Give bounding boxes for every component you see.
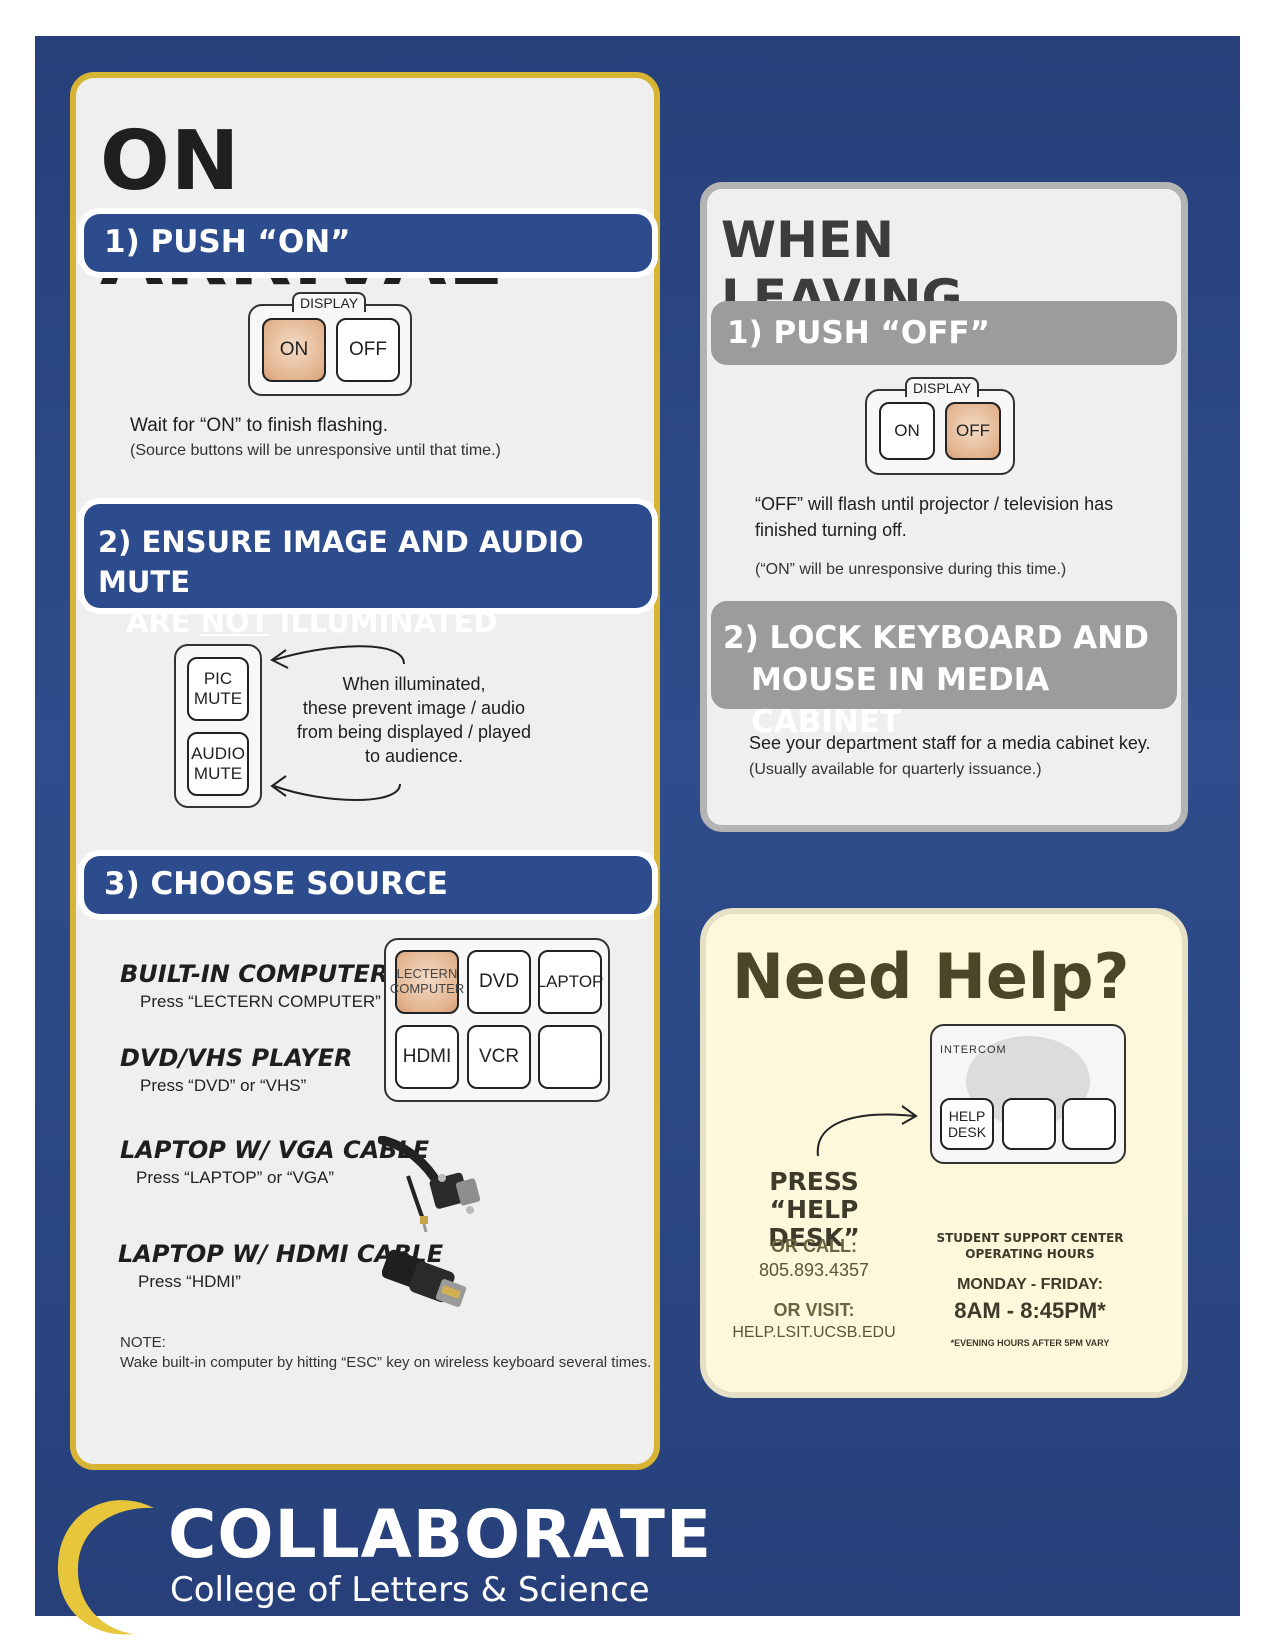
step2-title-line2: ARE NOT ILLUMINATED <box>126 605 498 639</box>
leave-step2-note: (Usually available for quarterly issuanc… <box>749 761 1042 778</box>
blank-source-button[interactable] <box>538 1025 602 1089</box>
source-builtin-instruction: Press “LECTERN COMPUTER” <box>140 992 381 1011</box>
dvd-button[interactable]: DVD <box>467 950 531 1014</box>
hdmi-cable-image <box>382 1249 467 1307</box>
leave-step1-title: 1) PUSH “OFF” <box>727 315 990 351</box>
note-label: NOTE: <box>120 1334 166 1351</box>
laptop-button[interactable]: LAPTOP <box>537 950 603 1014</box>
source-builtin-title: BUILT-IN COMPUTER <box>120 960 389 988</box>
need-help-title: Need Help? <box>732 940 1130 1013</box>
need-help-panel: Need Help? INTERCOM HELP DESK PRESS “HEL… <box>700 908 1188 1398</box>
help-desk-arrow <box>816 1105 918 1157</box>
audio-mute-button[interactable]: AUDIO MUTE <box>187 732 249 796</box>
note-text: Wake built-in computer by hitting “ESC” … <box>120 1354 652 1371</box>
help-phone[interactable]: 805.893.4357 <box>758 1260 870 1280</box>
footer-brand: COLLABORATE <box>168 1496 713 1573</box>
footer-subtitle: College of Letters & Science <box>170 1570 650 1610</box>
display-control-plate: DISPLAY ON OFF <box>248 292 412 396</box>
step1-text: Wait for “ON” to finish flashing. <box>130 415 388 436</box>
intercom-label: INTERCOM <box>940 1044 1007 1056</box>
hdmi-button[interactable]: HDMI <box>395 1025 459 1089</box>
mute-control-plate: PIC MUTE AUDIO MUTE <box>174 644 262 808</box>
pic-mute-button[interactable]: PIC MUTE <box>187 657 249 721</box>
intercom-blank-button-1[interactable] <box>1002 1098 1056 1150</box>
intercom-plate: INTERCOM HELP DESK <box>930 1024 1126 1164</box>
press-help-desk-text: PRESS “HELP DESK” <box>768 1167 860 1252</box>
or-visit-label: OR VISIT: <box>773 1300 855 1320</box>
source-dvd-instruction: Press “DVD” or “VHS” <box>140 1076 307 1095</box>
leave-step1-header: 1) PUSH “OFF” <box>711 301 1177 365</box>
leave-display-plate: DISPLAY ON OFF <box>865 377 1015 475</box>
source-control-plate: LECTERN COMPUTER DVD LAPTOP HDMI VCR <box>384 938 610 1102</box>
leave-display-label: DISPLAY <box>905 377 980 397</box>
display-on-button[interactable]: ON <box>262 318 326 382</box>
leave-step1-text: “OFF” will flash until projector / telev… <box>755 494 1114 540</box>
step2-header: 2) ENSURE IMAGE AND AUDIO MUTE ARE NOT I… <box>84 504 652 639</box>
or-call-label: OR CALL: <box>771 1236 857 1256</box>
leave-step1-note: (“ON” will be unresponsive during this t… <box>755 561 1067 578</box>
mute-arrows <box>270 645 405 801</box>
help-website[interactable]: HELP.LSIT.UCSB.EDU <box>732 1324 896 1341</box>
collaborate-logo-icon <box>57 1500 154 1635</box>
display-label: DISPLAY <box>292 292 367 312</box>
vcr-button[interactable]: VCR <box>467 1025 531 1089</box>
when-leaving-panel: WHEN LEAVING... 1) PUSH “OFF” DISPLAY ON… <box>700 182 1188 832</box>
display-off-button[interactable]: OFF <box>336 318 400 382</box>
step3-title: 3) CHOOSE SOURCE <box>104 866 448 902</box>
leave-step2-title-line1: 2) LOCK KEYBOARD AND <box>723 620 1149 656</box>
step1-title: 1) PUSH “ON” <box>104 224 351 260</box>
intercom-blank-button-2[interactable] <box>1062 1098 1116 1150</box>
source-dvd-title: DVD/VHS PLAYER <box>120 1044 353 1072</box>
leave-step2-title-line2: MOUSE IN MEDIA CABINET <box>751 662 1050 740</box>
leave-on-button[interactable]: ON <box>879 402 935 460</box>
hours-time: 8AM - 8:45PM* <box>954 1298 1106 1323</box>
hours-note: *EVENING HOURS AFTER 5PM VARY <box>950 1338 1110 1348</box>
on-arrival-title: ON ARRIVAL <box>100 114 500 304</box>
source-hdmi-instruction: Press “HDMI” <box>138 1272 241 1291</box>
step2-title-line1: 2) ENSURE IMAGE AND AUDIO MUTE <box>98 525 584 599</box>
leave-step2-header: 2) LOCK KEYBOARD AND MOUSE IN MEDIA CABI… <box>711 601 1177 740</box>
source-vga-instruction: Press “LAPTOP” or “VGA” <box>136 1168 335 1187</box>
leave-step2-text: See your department staff for a media ca… <box>749 733 1151 753</box>
leave-off-button[interactable]: OFF <box>945 402 1001 460</box>
step1-header: 1) PUSH “ON” <box>84 214 652 272</box>
on-arrival-panel: ON ARRIVAL 1) PUSH “ON” DISPLAY ON OFF W… <box>70 72 660 1470</box>
hours-days: MONDAY - FRIDAY: <box>957 1276 1103 1293</box>
vga-cable-image <box>378 1136 481 1233</box>
help-desk-button[interactable]: HELP DESK <box>940 1098 994 1150</box>
not-emphasis: NOT <box>200 605 270 639</box>
step1-note: (Source buttons will be unresponsive unt… <box>130 442 501 459</box>
hours-title: STUDENT SUPPORT CENTER OPERATING HOURS <box>936 1231 1124 1261</box>
mute-explanation: When illuminated, these prevent image / … <box>296 674 532 766</box>
lectern-computer-button[interactable]: LECTERN COMPUTER <box>390 950 464 1014</box>
step3-header: 3) CHOOSE SOURCE <box>84 856 652 914</box>
